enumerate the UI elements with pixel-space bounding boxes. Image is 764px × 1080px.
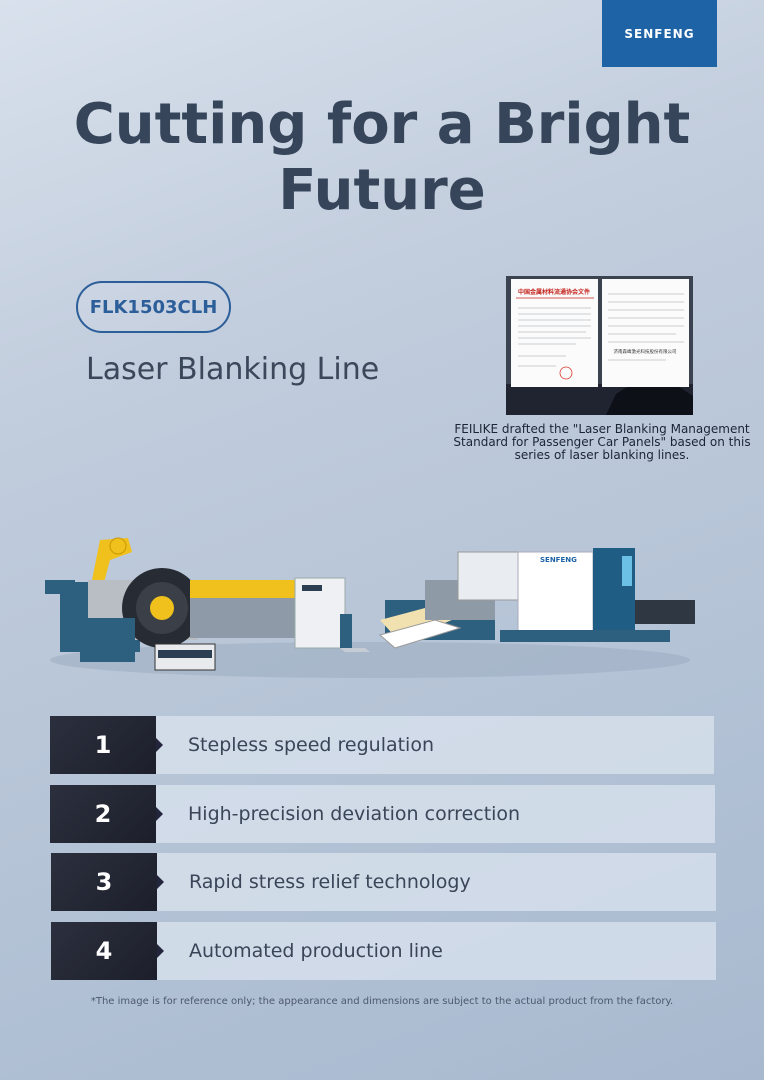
cert-left-header: 中国金属材料流通协会文件 [518, 288, 590, 296]
certificate-image: 中国金属材料流通协会文件 济南森峰激光科技股份有限公司 [506, 276, 693, 415]
certificate-caption: FEILIKE drafted the "Laser Blanking Mana… [453, 422, 751, 462]
feature-text: Automated production line [157, 922, 716, 980]
feature-row: 4 Automated production line [51, 922, 716, 980]
feature-text: Rapid stress relief technology [157, 853, 716, 911]
feature-number: 4 [51, 922, 164, 980]
cert-right-company: 济南森峰激光科技股份有限公司 [614, 348, 677, 355]
headline: Cutting for a Bright Future [73, 92, 691, 223]
feature-row: 2 High-precision deviation correction [50, 785, 715, 843]
model-badge: FLK1503CLH [76, 281, 231, 333]
feature-number: 1 [50, 716, 163, 774]
laser-blanking-machine-image: SENFENG [45, 537, 695, 678]
feature-text: High-precision deviation correction [156, 785, 715, 843]
feature-row: 3 Rapid stress relief technology [51, 853, 716, 911]
feature-text: Stepless speed regulation [156, 716, 714, 774]
feature-row: 1 Stepless speed regulation [50, 716, 714, 774]
brand-logo: SENFENG [602, 0, 717, 67]
feature-number: 2 [50, 785, 163, 843]
machine-brand-label: SENFENG [540, 556, 577, 564]
product-name: Laser Blanking Line [86, 352, 380, 387]
disclaimer: *The image is for reference only; the ap… [90, 996, 674, 1007]
feature-number: 3 [51, 853, 164, 911]
